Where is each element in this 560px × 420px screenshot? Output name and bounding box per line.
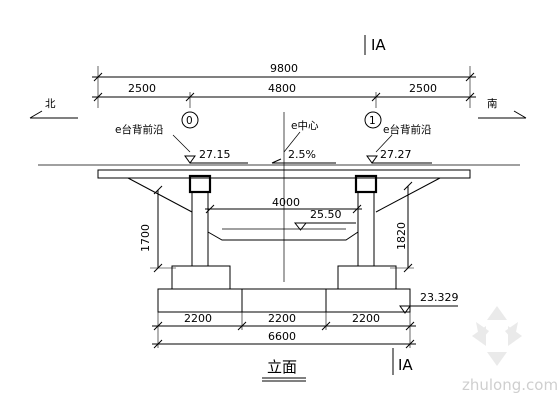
right-elevation: 27.27 bbox=[380, 148, 412, 161]
foundation-base bbox=[157, 288, 411, 313]
north-label: 北 bbox=[45, 98, 56, 110]
left-abutment-label: e台背前沿 bbox=[115, 123, 163, 136]
drawing-title: 立面 bbox=[267, 358, 297, 376]
dim-tick bbox=[153, 321, 163, 331]
channel-bottom bbox=[207, 231, 359, 241]
dim-bottom-right: 2200 bbox=[352, 312, 380, 325]
water-level: 25.50 bbox=[310, 208, 342, 221]
dim-tick bbox=[153, 185, 163, 195]
leader-right-abutment bbox=[375, 134, 393, 153]
axis-circle-right bbox=[364, 111, 382, 129]
dim-left-height: 1700 bbox=[139, 224, 152, 252]
dim-bottom-middle: 2200 bbox=[268, 312, 296, 325]
dim-tick bbox=[93, 92, 103, 102]
dim-tick bbox=[93, 72, 103, 82]
dim-tick bbox=[405, 321, 415, 331]
foundation-elevation-marker bbox=[399, 305, 458, 314]
water-level-marker bbox=[293, 222, 356, 231]
dim-tick bbox=[153, 339, 163, 349]
elevation-marker-left bbox=[184, 155, 248, 164]
axis-label-left: 0 bbox=[186, 115, 193, 127]
dim-tick bbox=[465, 72, 475, 82]
embankment-left bbox=[127, 177, 193, 213]
dim-tick bbox=[185, 92, 195, 102]
section-mark-bottom: IA bbox=[398, 356, 413, 374]
left-elevation: 27.15 bbox=[199, 148, 231, 161]
slope-arrow-icon bbox=[271, 158, 336, 164]
footing-top-right bbox=[337, 265, 397, 290]
dim-bottom-total: 6600 bbox=[268, 330, 296, 343]
watermark-logo-icon bbox=[472, 306, 522, 366]
dim-tick bbox=[237, 321, 247, 331]
dim-inner-span: 4000 bbox=[272, 196, 300, 209]
right-abutment-label: e台背前沿 bbox=[383, 123, 431, 136]
foundation-elevation: 23.329 bbox=[420, 291, 459, 304]
axis-label-right: 1 bbox=[369, 115, 376, 127]
elevation-marker-right bbox=[366, 155, 432, 164]
dim-tick bbox=[321, 321, 331, 331]
pier-left bbox=[191, 191, 209, 267]
dim-tick bbox=[352, 204, 362, 214]
dim-bottom-left: 2200 bbox=[184, 312, 212, 325]
footing-top-left bbox=[171, 265, 231, 290]
pier-right bbox=[357, 191, 375, 267]
south-arrow-icon bbox=[478, 110, 527, 119]
dim-tick bbox=[465, 92, 475, 102]
dim-left-top: 2500 bbox=[128, 82, 156, 95]
leader-left-abutment bbox=[172, 134, 191, 153]
north-arrow-icon bbox=[29, 110, 78, 119]
section-mark-top: IA bbox=[371, 36, 386, 54]
dim-tick bbox=[371, 92, 381, 102]
dim-tick bbox=[405, 339, 415, 349]
dim-right-top: 2500 bbox=[409, 82, 437, 95]
dim-middle-top: 4800 bbox=[268, 82, 296, 95]
dim-total-top: 9800 bbox=[270, 62, 298, 75]
dim-tick bbox=[205, 204, 215, 214]
watermark-text: zhulong.com bbox=[462, 376, 558, 394]
dim-tick bbox=[403, 181, 413, 191]
axis-circle-left bbox=[181, 111, 199, 129]
leader-center bbox=[283, 131, 301, 153]
slope-label: 2.5% bbox=[288, 148, 316, 161]
south-label: 南 bbox=[487, 97, 498, 110]
center-label: e中心 bbox=[291, 119, 319, 132]
dim-right-height: 1820 bbox=[395, 222, 408, 250]
